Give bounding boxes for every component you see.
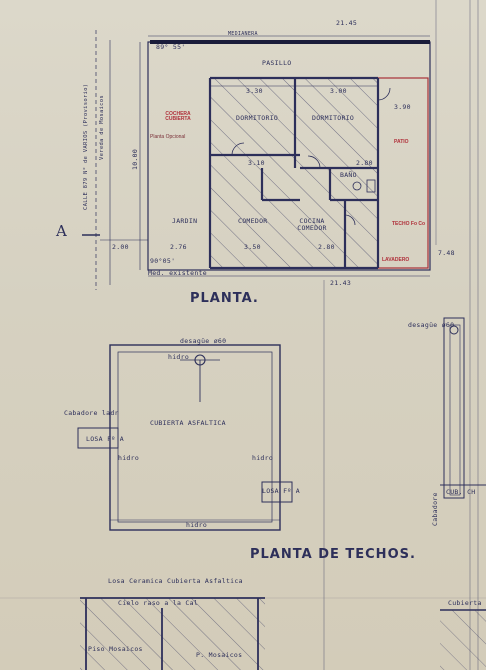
med-existente-label: Med. existente	[148, 269, 207, 277]
cocina-comedor-label: COCINA COMEDOR	[297, 217, 327, 232]
dim-330: 3.30	[246, 87, 263, 95]
pasillo-label: PASILLO	[262, 59, 292, 67]
dim-310: 3.10	[248, 159, 265, 167]
comedor-label: COMEDOR	[238, 217, 268, 225]
dim-300: 3.00	[330, 87, 347, 95]
street-label: CALLE 879 N° de VARIOS (Provisorio)	[83, 83, 89, 210]
dim-2-80: 2.80	[318, 243, 335, 251]
planta-drawing	[82, 30, 431, 290]
section-mark-a: A	[56, 222, 67, 240]
vereda-label: Vereda de Mosaicos	[99, 94, 105, 160]
right-partial-drawing	[440, 317, 486, 499]
dormitorio-1-label: DORMITORIO	[236, 114, 279, 122]
cochera-note: Planta Opcional	[150, 134, 186, 140]
hidro-bottom-label: hidro	[186, 521, 208, 529]
cubierta-right-label: Cubierta	[448, 599, 482, 607]
jardin-label: JARDIN	[172, 217, 198, 225]
cubierta-asfaltica-label: CUBIERTA ASFALTICA	[150, 419, 226, 427]
corte-drawing	[80, 597, 486, 670]
dim-2145: 21.45	[336, 19, 358, 27]
hidro-label-2: hidro	[118, 454, 140, 462]
dim-280: 2.80	[356, 159, 373, 167]
hidro-label-1: hidro	[168, 353, 190, 361]
bano-label: BAÑO	[340, 171, 357, 179]
piso-label: Piso Mosaicos	[88, 645, 143, 653]
losa-ceramica-label: Losa Ceramica Cubierta Asfaltica	[108, 577, 243, 585]
desague-right-label: desagüe ø60	[408, 321, 455, 329]
medianera-label: MEDIANERA	[228, 31, 258, 37]
techos-title: PLANTA DE TECHOS.	[250, 547, 416, 562]
planta-title: PLANTA.	[190, 291, 259, 306]
piso2-label: P. Mosaicos	[196, 651, 243, 659]
dormitorio-2-label: DORMITORIO	[312, 114, 355, 122]
dim-276: 2.76	[170, 243, 187, 251]
cub-right-label: CUB. CH	[446, 488, 476, 496]
dim-748: 7.48	[438, 249, 455, 257]
dim-2143: 21.43	[330, 279, 352, 287]
losa-left-label: LOSA Fº A	[86, 435, 124, 443]
losa-right-label: LOSA Fº A	[262, 487, 300, 495]
dim-1000: 10.00	[131, 148, 139, 170]
techo-fo-co-label: TECHO Fo Co	[392, 221, 426, 227]
cochera-label: COCHERA CUBIERTA	[165, 111, 191, 122]
dim-350: 3.50	[244, 243, 261, 251]
techos-drawing	[77, 344, 293, 531]
lavadero-label: LAVADERO	[382, 257, 410, 263]
patio-label: PATIO	[394, 139, 409, 145]
dim-390: 3.90	[394, 103, 411, 111]
angle-bottom-label: 90°05'	[150, 257, 176, 265]
hidro-label-3: hidro	[252, 454, 274, 462]
dim-200: 2.00	[112, 243, 129, 251]
cielo-raso-label: Cielo raso a la Cal	[118, 599, 199, 607]
cabadore-right-label: Cabadore	[431, 492, 439, 526]
cabadore-left-label: Cabadore ladr	[64, 409, 119, 417]
desague-label: desagüe ø60	[180, 337, 227, 345]
angle-top-label: 89° 55'	[156, 43, 186, 51]
